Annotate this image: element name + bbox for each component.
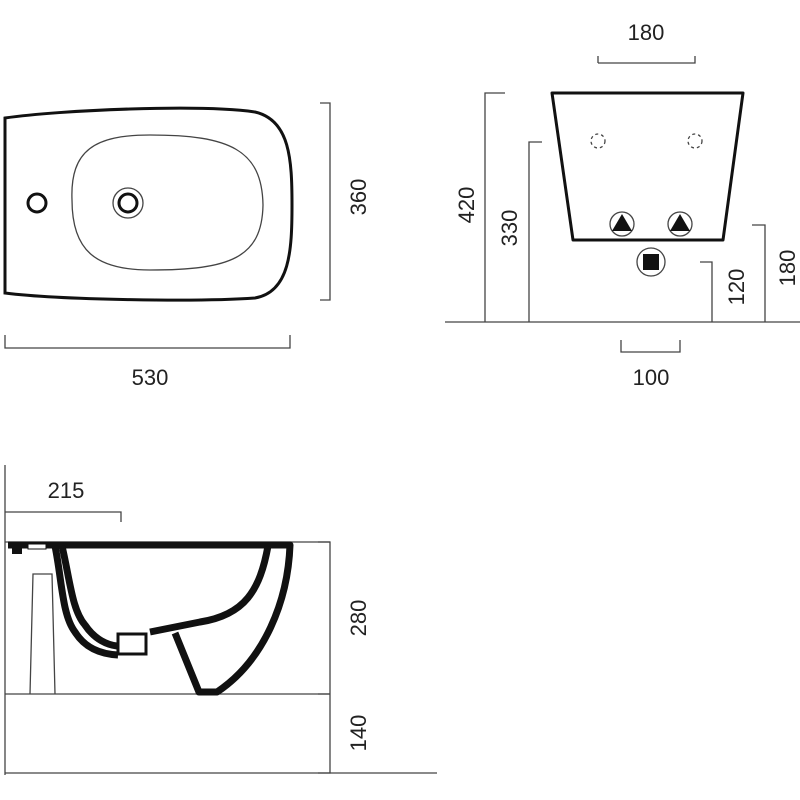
total-height-dimension-line	[484, 92, 505, 322]
inlet-height-label: 180	[775, 250, 800, 287]
bidet-outer-profile	[8, 541, 294, 696]
projection-label: 215	[48, 478, 85, 503]
fixing-hole-left-icon	[590, 133, 606, 149]
fixing-hole-right-icon	[687, 133, 703, 149]
mount-height-label: 140	[346, 715, 371, 752]
body-height-label: 280	[346, 600, 371, 637]
bracket-outline	[29, 573, 56, 695]
rim-hole	[27, 543, 47, 550]
inlet-height-dimension-line	[752, 224, 766, 322]
depth-dimension-line	[320, 102, 331, 301]
drain-inner-icon	[117, 192, 139, 214]
total-height-label: 420	[454, 187, 479, 224]
width-dimension-line	[4, 335, 291, 349]
inlet-spacing-label: 180	[628, 20, 665, 45]
bowl-channel-outer	[51, 545, 119, 659]
top-view-outline	[3, 106, 294, 302]
width-label: 530	[132, 365, 169, 390]
fixing-height-label: 330	[497, 210, 522, 247]
drain-fitting	[116, 632, 148, 656]
inlet-spacing-dimension-line	[597, 56, 696, 64]
depth-label: 360	[346, 179, 371, 216]
inlet-channel	[58, 545, 118, 650]
projection-dimension-line	[5, 511, 122, 522]
drain-height-dimension-line	[700, 261, 713, 322]
front-view-outline	[550, 91, 745, 242]
fixing-height-dimension-line	[528, 141, 542, 322]
drain-width-label: 100	[633, 365, 670, 390]
basin-outline	[71, 134, 264, 271]
height-dimension-line	[318, 541, 331, 774]
rim-fixing	[12, 546, 22, 554]
bowl-inner-profile	[149, 545, 272, 636]
top-view: 360 530	[3, 102, 371, 390]
inlet-left-icon	[609, 211, 635, 237]
drain-height-label: 120	[724, 269, 749, 306]
front-view: 180 100 420 330 120 180	[445, 20, 800, 390]
drain-width-dimension-line	[620, 340, 681, 353]
inlet-right-icon	[667, 211, 693, 237]
drain-icon	[112, 187, 144, 219]
side-view: 215 280 140	[4, 465, 437, 775]
drain-outlet-icon	[636, 247, 666, 277]
tap-hole-icon	[26, 192, 48, 214]
